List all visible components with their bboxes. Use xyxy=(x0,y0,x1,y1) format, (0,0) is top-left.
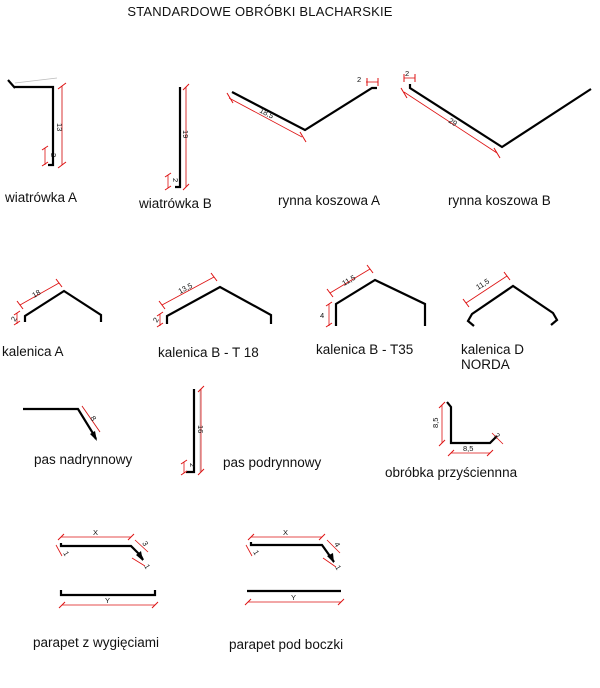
page-title: STANDARDOWE OBRÓBKI BLACHARSKIE xyxy=(127,4,393,19)
profile-parapet-z-wygieciami: X 3 1 1 Y xyxy=(55,528,159,609)
dim-label: 3 xyxy=(140,540,150,548)
dim-label: 19 xyxy=(181,130,190,138)
profile-rynna-koszowa-a: 18,5 2 xyxy=(226,75,379,143)
profile-kalenica-a: 18 2 xyxy=(9,278,103,326)
dim-label: 2 xyxy=(151,316,161,324)
label-kalenica-b-t18: kalenica B - T 18 xyxy=(158,345,259,360)
dim-label: 4 xyxy=(320,311,324,320)
dim-label: 2 xyxy=(171,178,180,182)
label-rynna-koszowa-a: rynna koszowa A xyxy=(278,193,381,208)
profile-pas-nadrynnowy: 8 xyxy=(23,405,101,441)
dim-label: 13,5 xyxy=(177,281,194,296)
label-parapet-z-wygieciami: parapet z wygięciami xyxy=(33,635,160,650)
dim-label: 4 xyxy=(332,541,342,549)
dim-label: X xyxy=(93,528,98,537)
profile-kalenica-b-t35: 11,5 4 xyxy=(320,264,427,328)
dim-label: 8 xyxy=(88,414,98,422)
label-rynna-koszowa-b: rynna koszowa B xyxy=(448,193,551,208)
dim-label: 8,5 xyxy=(431,418,440,428)
label-kalenica-d-norda: NORDA xyxy=(461,357,510,372)
profile-obrobka-przyscienna: 8,5 8,5 2 xyxy=(431,401,504,457)
dim-label: Y xyxy=(291,593,296,602)
dim-label: 1 xyxy=(251,549,261,557)
dim-label: 8,5 xyxy=(463,444,473,453)
dim-label: 2 xyxy=(357,75,361,84)
profile-parapet-pod-boczki: X 4 1 1 Y xyxy=(244,528,345,606)
profile-wiatrowka-a: 13 2 xyxy=(7,77,67,169)
label-parapet-pod-boczki: parapet pod boczki xyxy=(229,637,344,652)
profile-rynna-koszowa-b: 29 2 xyxy=(400,69,592,159)
dim-label: 2 xyxy=(405,69,409,78)
dim-label: 11,5 xyxy=(341,273,358,288)
label-obrobka-przyscienna: obróbka przyściennna xyxy=(385,465,518,480)
label-pas-nadrynnowy: pas nadrynnowy xyxy=(34,452,133,467)
label-wiatrowka-b: wiatrówka B xyxy=(139,196,212,211)
dim-label: 11,5 xyxy=(474,277,491,292)
label-kalenica-b-t35: kalenica B - T35 xyxy=(316,342,414,357)
profile-pas-podrynnowy: 16 2 xyxy=(180,385,205,476)
dim-label: 2 xyxy=(493,431,502,440)
dim-label: 16 xyxy=(196,425,205,433)
profile-kalenica-d-norda: 11,5 xyxy=(462,271,559,327)
label-kalenica-a: kalenica A xyxy=(2,344,64,359)
dim-label: 2 xyxy=(9,315,19,323)
dim-label: 1 xyxy=(61,550,71,558)
dim-label: 1 xyxy=(142,563,152,571)
dim-label: 2 xyxy=(49,153,58,157)
profile-wiatrowka-b: 19 2 xyxy=(164,83,190,191)
dim-label: 1 xyxy=(333,564,343,572)
dim-label: Y xyxy=(105,596,110,605)
dim-label: 2 xyxy=(188,463,197,467)
dim-label: 29 xyxy=(447,116,459,128)
dim-label: 13 xyxy=(55,123,64,131)
label-wiatrowka-a: wiatrówka A xyxy=(5,190,78,205)
dim-label: X xyxy=(283,528,288,537)
label-kalenica-d: kalenica D xyxy=(461,342,525,357)
profile-kalenica-b-t18: 13,5 2 xyxy=(151,272,273,328)
dim-label: 18 xyxy=(31,288,43,300)
label-pas-podrynnowy: pas podrynnowy xyxy=(223,455,322,470)
